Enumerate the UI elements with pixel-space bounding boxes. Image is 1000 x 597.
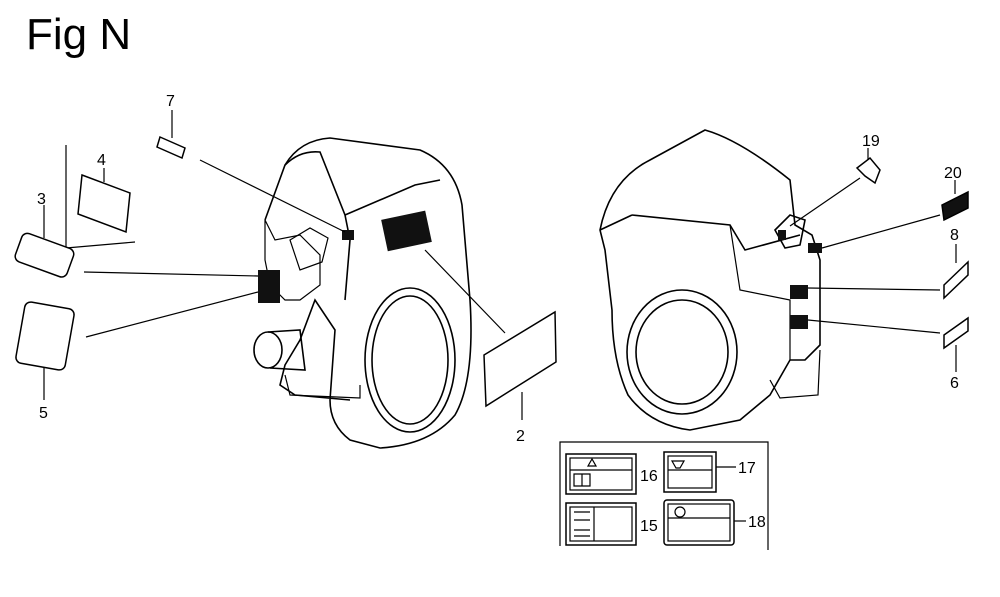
callout-15: 15: [640, 518, 658, 535]
flywheel-cover-right: [626, 289, 738, 415]
callout-4: 4: [97, 152, 106, 169]
label-area-right-6: [790, 315, 808, 329]
label-part-20: [941, 190, 969, 222]
label-part-5: [15, 301, 75, 371]
callout-16: 16: [640, 468, 658, 485]
callout-18: 18: [748, 514, 766, 531]
callout-8: 8: [950, 227, 959, 244]
label-area-right-8: [790, 285, 808, 299]
label-part-18: [663, 499, 735, 546]
callout-7: 7: [166, 93, 175, 110]
callout-6: 6: [950, 375, 959, 392]
right-engine: [599, 129, 822, 431]
muffler-left: [253, 331, 283, 369]
label-part-4: [77, 173, 131, 234]
label-area-small: [342, 230, 354, 240]
callout-19: 19: [862, 133, 880, 150]
label-area-right-19: [778, 230, 786, 240]
label-area-side-2: [258, 285, 280, 303]
callout-3: 3: [37, 191, 46, 208]
label-part-19: [855, 156, 881, 185]
callout-2: 2: [516, 428, 525, 445]
label-area-top: [381, 210, 432, 252]
label-part-8: [943, 260, 969, 300]
safety-label-set: [559, 441, 769, 550]
left-engine: [253, 137, 472, 449]
label-part-3: [14, 232, 75, 278]
label-area-right-20: [808, 243, 822, 253]
label-part-2: [483, 310, 557, 408]
label-part-7: [156, 135, 186, 160]
callout-17: 17: [738, 460, 756, 477]
label-area-side-1: [258, 270, 280, 285]
callout-5: 5: [39, 405, 48, 422]
callout-20: 20: [944, 165, 962, 182]
label-part-17: [663, 451, 717, 493]
label-part-6: [943, 316, 969, 350]
flywheel-cover-left: [364, 287, 456, 433]
figure-title: Fig N: [26, 10, 132, 59]
label-part-15: [565, 502, 637, 546]
